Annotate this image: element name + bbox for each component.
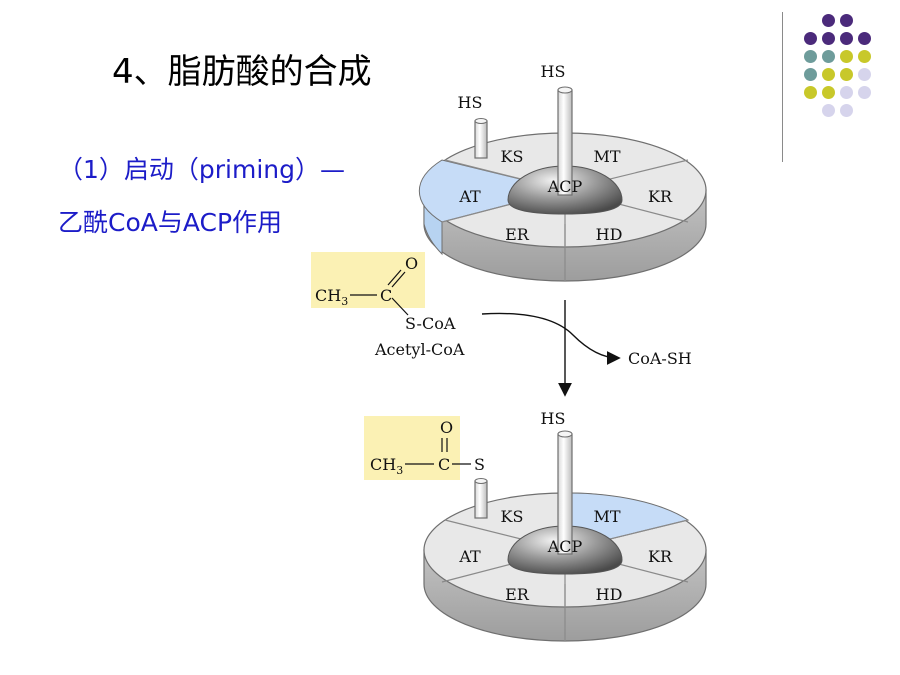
decorative-dot bbox=[858, 86, 871, 99]
hs-label-left: HS bbox=[458, 93, 483, 112]
reaction-arrows: CoA-SH bbox=[481, 300, 692, 397]
bound-s: S bbox=[474, 455, 485, 474]
acetyl-bound-structure: O CH3 C S bbox=[364, 416, 485, 480]
decorative-dot bbox=[858, 68, 871, 81]
domain-ks: KS bbox=[501, 507, 524, 526]
acp-label: ACP bbox=[547, 177, 583, 196]
domain-mt: MT bbox=[593, 507, 620, 526]
decorative-dot bbox=[822, 14, 835, 27]
acetyl-o: O bbox=[405, 254, 418, 273]
decorative-dot bbox=[822, 68, 835, 81]
acetyl-c: C bbox=[380, 286, 392, 305]
domain-hd: HD bbox=[596, 585, 623, 604]
bound-highlight-box bbox=[364, 416, 460, 480]
decorative-dot bbox=[840, 68, 853, 81]
decorative-dot bbox=[822, 104, 835, 117]
step-description: 乙酰CoA与ACP作用 bbox=[58, 208, 283, 237]
decorative-dot bbox=[804, 68, 817, 81]
decorative-dot bbox=[840, 32, 853, 45]
acetyl-coa-name: Acetyl-CoA bbox=[374, 340, 465, 359]
decorative-divider bbox=[782, 12, 783, 162]
hs-label-center: HS bbox=[541, 409, 566, 428]
acetyl-ch3: CH3 bbox=[315, 286, 348, 308]
decorative-dot bbox=[804, 86, 817, 99]
acp-label: ACP bbox=[547, 537, 583, 556]
domain-kr: KR bbox=[648, 547, 673, 566]
decorative-dot bbox=[804, 50, 817, 63]
decorative-dot bbox=[840, 104, 853, 117]
release-arrow bbox=[481, 312, 621, 365]
acp-rod bbox=[557, 433, 573, 555]
synthase-complex-top: HS HS ACP KS MT KR HD ER AT bbox=[418, 62, 707, 282]
bound-o: O bbox=[440, 418, 453, 437]
domain-er: ER bbox=[505, 225, 530, 244]
decorative-dot bbox=[858, 32, 871, 45]
decorative-dot bbox=[804, 32, 817, 45]
hs-label-center: HS bbox=[541, 62, 566, 81]
at-sector-highlight bbox=[418, 159, 566, 223]
domain-at: AT bbox=[458, 187, 481, 206]
bound-ch3: CH3 bbox=[370, 455, 403, 477]
domain-er: ER bbox=[505, 585, 530, 604]
domain-mt: MT bbox=[593, 147, 620, 166]
acetyl-coa-structure: O CH3 C S-CoA Acetyl-CoA bbox=[311, 252, 465, 359]
coa-sh-label: CoA-SH bbox=[628, 349, 692, 368]
domain-kr: KR bbox=[648, 187, 673, 206]
decorative-dot bbox=[840, 50, 853, 63]
synthase-complex-bottom: HS ACP KS MT KR HD ER AT bbox=[423, 409, 707, 642]
step-heading: （1）启动（priming）— bbox=[58, 155, 346, 184]
acetyl-highlight-box bbox=[311, 252, 425, 308]
domain-hd: HD bbox=[596, 225, 623, 244]
decorative-dot bbox=[822, 32, 835, 45]
domain-ks: KS bbox=[501, 147, 524, 166]
domain-at: AT bbox=[458, 547, 481, 566]
decorative-dot bbox=[858, 50, 871, 63]
decorative-dot bbox=[822, 86, 835, 99]
slide-title: 4、脂肪酸的合成 bbox=[112, 52, 372, 92]
decorative-dot bbox=[840, 86, 853, 99]
decorative-dot bbox=[822, 50, 835, 63]
ks-rod bbox=[474, 120, 488, 159]
ks-rod bbox=[474, 480, 488, 519]
decorative-dot bbox=[840, 14, 853, 27]
bound-c: C bbox=[438, 455, 450, 474]
acetyl-s-coa: S-CoA bbox=[405, 314, 456, 333]
